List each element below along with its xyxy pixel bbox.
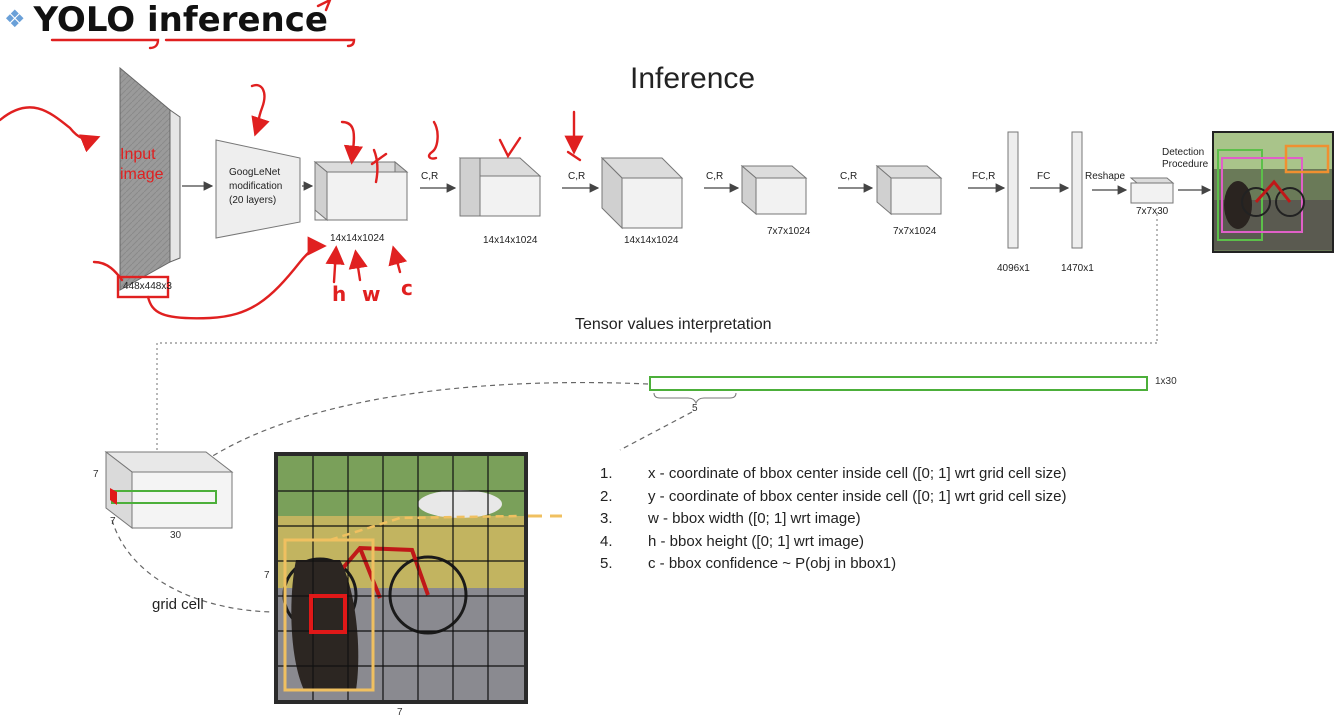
list-item: 4.h - bbox height ([0; 1] wrt image) [600, 532, 864, 550]
cell-cube-width-label: 30 [170, 530, 182, 541]
fc-1470-size: 1470x1 [1061, 263, 1094, 274]
cell-cube-depth-label: 7 [93, 469, 99, 480]
vector-brace [653, 392, 737, 405]
fc-4096-size: 4096x1 [997, 263, 1030, 274]
handwritten-annotations [0, 0, 584, 320]
grid-cell-label: grid cell [152, 596, 204, 613]
detection-image [1212, 131, 1334, 253]
vector-size-label: 1x30 [1155, 376, 1177, 387]
op-label-5: FC,R [972, 171, 996, 182]
googlenet-line2: modification [229, 181, 283, 192]
googlenet-line3: (20 layers) [229, 195, 277, 206]
list-item: 1.x - coordinate of bbox center inside c… [600, 465, 1067, 482]
input-label-line2: image [120, 166, 164, 183]
block-4 [740, 164, 808, 216]
input-size-label: 448x448x3 [123, 281, 172, 292]
list-item: 2.y - coordinate of bbox center inside c… [600, 487, 1067, 505]
output-tensor-cube [1129, 177, 1175, 204]
diamond-bullet-icon: ❖ [4, 5, 26, 33]
block-1-size: 14x14x1024 [330, 233, 385, 244]
handwritten-w: w [362, 282, 381, 306]
googlenet-block [215, 139, 301, 239]
list-item: 5.c - bbox confidence ~ P(obj in bbox1) [600, 555, 897, 572]
fc-layer-1470 [1071, 131, 1083, 249]
dashed-curves [111, 381, 693, 613]
slide-title-text: YOLO inference [33, 0, 328, 40]
vector-1x30 [649, 376, 1148, 391]
tensor-value-list: 1.x - coordinate of bbox center inside c… [600, 463, 1067, 576]
handwritten-c: c [401, 276, 413, 300]
block-4-size: 7x7x1024 [767, 226, 811, 237]
block-1 [313, 160, 409, 222]
cell-cube [104, 450, 234, 530]
grid-image [274, 452, 562, 704]
tensor-interpretation-label: Tensor values interpretation [575, 316, 772, 333]
block-3-size: 14x14x1024 [624, 235, 679, 246]
detection-line2: Procedure [1162, 159, 1209, 170]
inference-heading: Inference [630, 62, 756, 95]
op-label-7: Reshape [1085, 171, 1126, 182]
block-5-size: 7x7x1024 [893, 226, 937, 237]
block-5 [875, 164, 943, 216]
fc-layer-4096 [1007, 131, 1019, 249]
interpretation-connector [156, 214, 1158, 458]
block-2-size: 14x14x1024 [483, 235, 538, 246]
slide-title: ❖YOLO inference [4, 0, 328, 40]
grid-side-label: 7 [264, 570, 270, 581]
op-label-4: C,R [840, 171, 858, 182]
grid-bottom-label: 7 [397, 707, 403, 718]
pipeline-arrows [182, 181, 1212, 195]
output-tensor-size: 7x7x30 [1136, 206, 1169, 217]
op-label-1: C,R [421, 171, 439, 182]
block-3 [600, 156, 684, 230]
op-label-6: FC [1037, 171, 1051, 182]
input-label-line1: Input [120, 146, 156, 163]
input-image-slab [119, 66, 181, 291]
detection-line1: Detection [1162, 147, 1205, 158]
op-label-3: C,R [706, 171, 724, 182]
cell-cube-height-label: 7 [110, 516, 116, 527]
list-item: 3.w - bbox width ([0; 1] wrt image) [600, 510, 861, 527]
op-label-2: C,R [568, 171, 586, 182]
vector-brace-label: 5 [692, 403, 698, 414]
handwritten-h: h [332, 282, 347, 306]
block-2 [458, 157, 542, 217]
googlenet-line1: GoogLeNet [229, 167, 281, 178]
